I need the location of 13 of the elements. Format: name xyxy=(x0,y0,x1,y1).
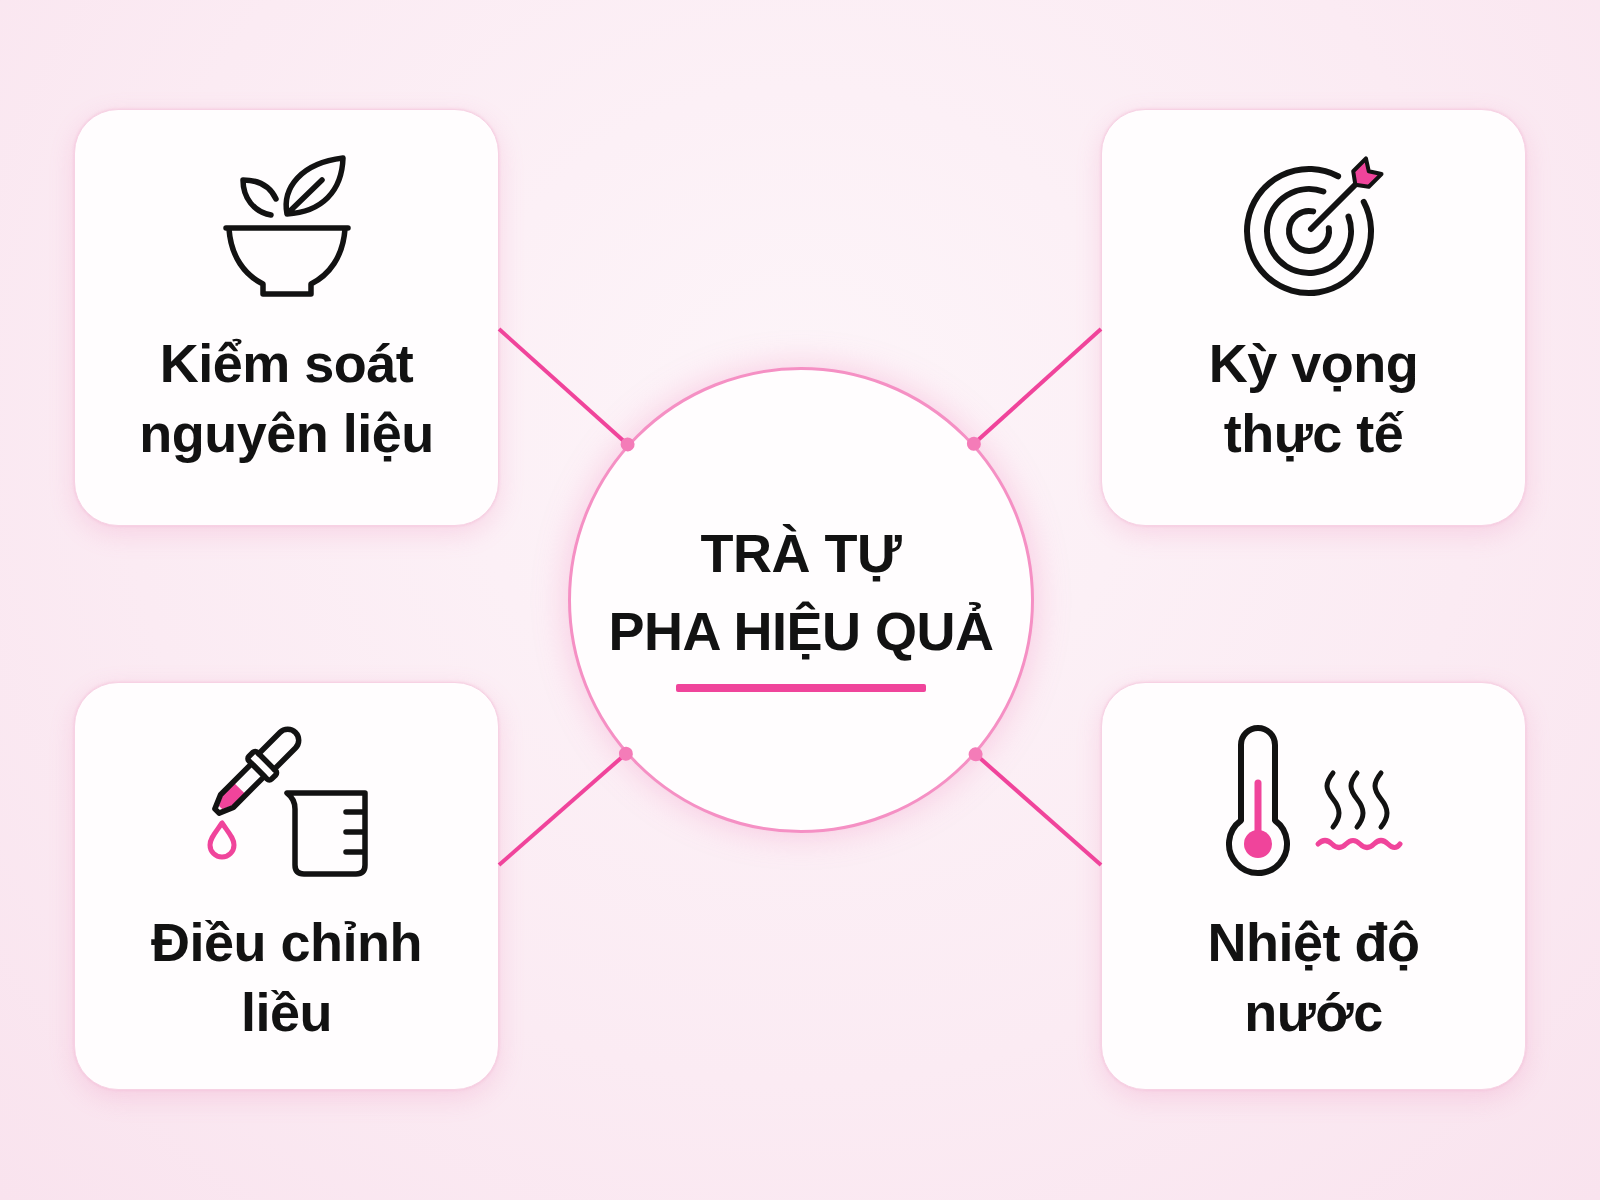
card-title: Nhiệt độ nước xyxy=(1206,911,1421,1044)
topic-card xyxy=(74,109,499,526)
connector-line xyxy=(497,327,635,452)
connector-line xyxy=(968,747,1103,867)
card-title: Kiểm soát nguyên liệu xyxy=(138,332,435,465)
topic-card xyxy=(1101,109,1526,526)
connector-line xyxy=(966,327,1103,451)
card-title: Kỳ vọng thực tế xyxy=(1207,332,1420,465)
topic-card xyxy=(1101,682,1526,1090)
topic-card xyxy=(74,682,499,1090)
connector-line xyxy=(497,746,633,867)
hub-title: TRÀ TỰ PHA HIỆU QUẢ xyxy=(608,522,994,663)
card-title: Điều chỉnh liều xyxy=(150,911,423,1044)
